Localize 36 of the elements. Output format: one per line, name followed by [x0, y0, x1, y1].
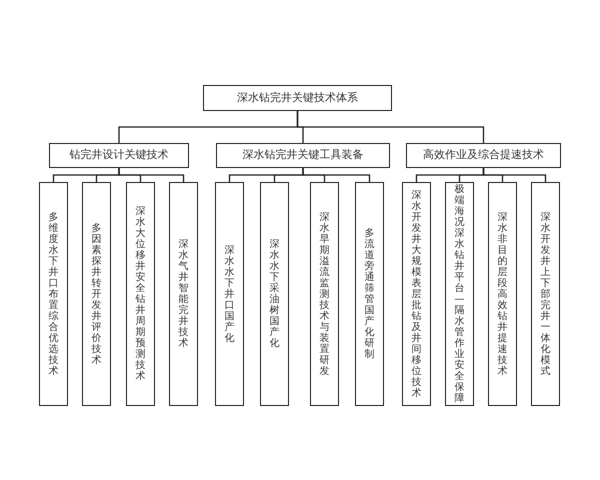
box-label: 深水大位移井安全钻井周期预测技术 [136, 206, 146, 382]
connector-line [118, 168, 184, 182]
technology-box [82, 182, 111, 406]
box-label: 高效作业及综合提速技术 [423, 147, 544, 164]
box-label: 多因素探井转开发井评价技术 [92, 222, 102, 366]
technology-box [39, 182, 68, 406]
technology-box [215, 182, 244, 406]
box-label: 深水气井智能完井技术 [178, 239, 188, 349]
category-box [216, 143, 390, 168]
box-label: 深水非目的层段高效钻井提速技术 [498, 212, 508, 376]
technology-box [531, 182, 560, 406]
category-box [203, 85, 392, 111]
technology-box [402, 182, 431, 406]
technology-box [310, 182, 339, 406]
box-label: 极端海况深水钻井平台—隔水管作业安全保障 [454, 184, 464, 404]
technology-box [126, 182, 155, 406]
box-label: 钻完井设计关键技术 [70, 147, 168, 164]
technology-box [355, 182, 384, 406]
box-label: 深水水下采油树国产化 [270, 239, 280, 349]
box-label: 多维度水下井口布置综合优选技术 [48, 212, 58, 376]
box-label: 深水早期溢流监测技术与装置研发 [320, 212, 330, 376]
technology-box [445, 182, 474, 406]
connector-line [296, 111, 484, 143]
connector-line [302, 168, 370, 182]
category-box [406, 143, 561, 168]
technology-box [488, 182, 517, 406]
box-label: 深水开发井大规模表层批钻及井间移位技术 [412, 190, 422, 398]
box-label: 深水钻完井关键技术体系 [237, 90, 358, 106]
box-label: 深水水下井口国产化 [224, 244, 234, 344]
box-label: 多流道旁通筛管国产化研制 [364, 228, 374, 360]
box-label: 深水开发井上下部完井一体化模式 [540, 212, 550, 376]
connector-line [482, 168, 546, 182]
technology-box [169, 182, 198, 406]
box-label: 深水钻完井关键工具装备 [242, 147, 364, 164]
technology-box [260, 182, 289, 406]
category-box [49, 143, 189, 168]
